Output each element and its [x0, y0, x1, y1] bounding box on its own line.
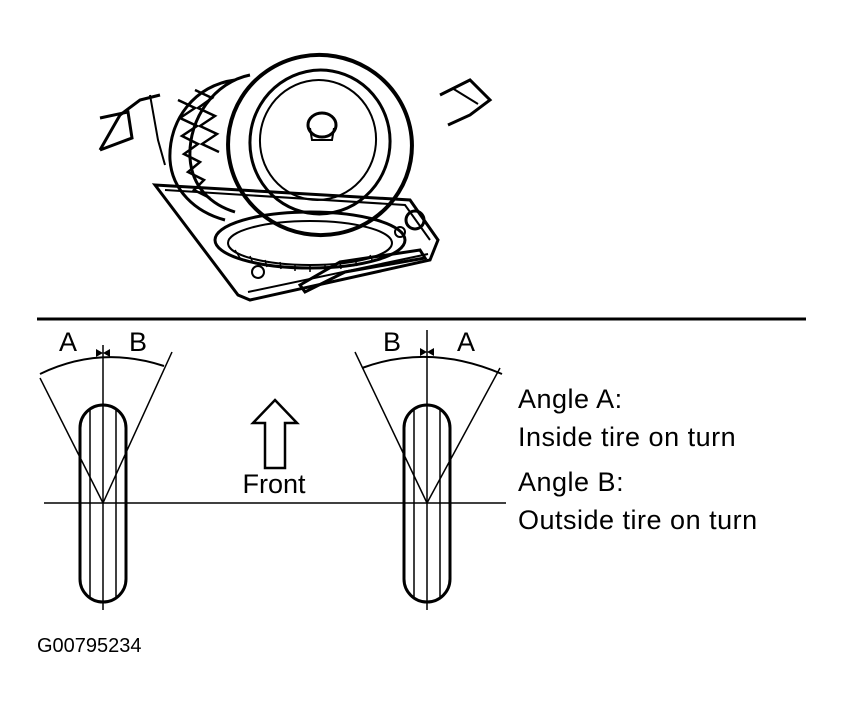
right-label-a: A [457, 327, 475, 357]
legend-angle-a-desc: Inside tire on turn [518, 422, 736, 452]
right-label-b: B [383, 327, 401, 357]
legend-angle-a-title: Angle A: [518, 384, 623, 414]
front-arrow-icon [250, 398, 300, 470]
right-angle-ray-b [354, 351, 428, 504]
legend-angle-b-desc: Outside tire on turn [518, 505, 758, 535]
front-label: Front [242, 469, 306, 499]
left-label-a: A [59, 327, 77, 357]
left-angle-arc [39, 356, 165, 375]
legend-angle-b-title: Angle B: [518, 467, 624, 497]
left-label-b: B [129, 327, 147, 357]
right-angle-ray-a [426, 367, 501, 504]
legend: Angle A: Inside tire on turn Angle B: Ou… [518, 384, 758, 535]
right-angle-arc [361, 355, 503, 375]
right-wheel-diagram: B A [354, 327, 503, 610]
figure-code: G00795234 [37, 635, 142, 657]
wheel-on-turntable-illustration [98, 52, 493, 302]
left-angle-ray-a [39, 377, 104, 504]
left-angle-ray-b [102, 351, 173, 504]
left-wheel-diagram: A B [39, 327, 173, 610]
